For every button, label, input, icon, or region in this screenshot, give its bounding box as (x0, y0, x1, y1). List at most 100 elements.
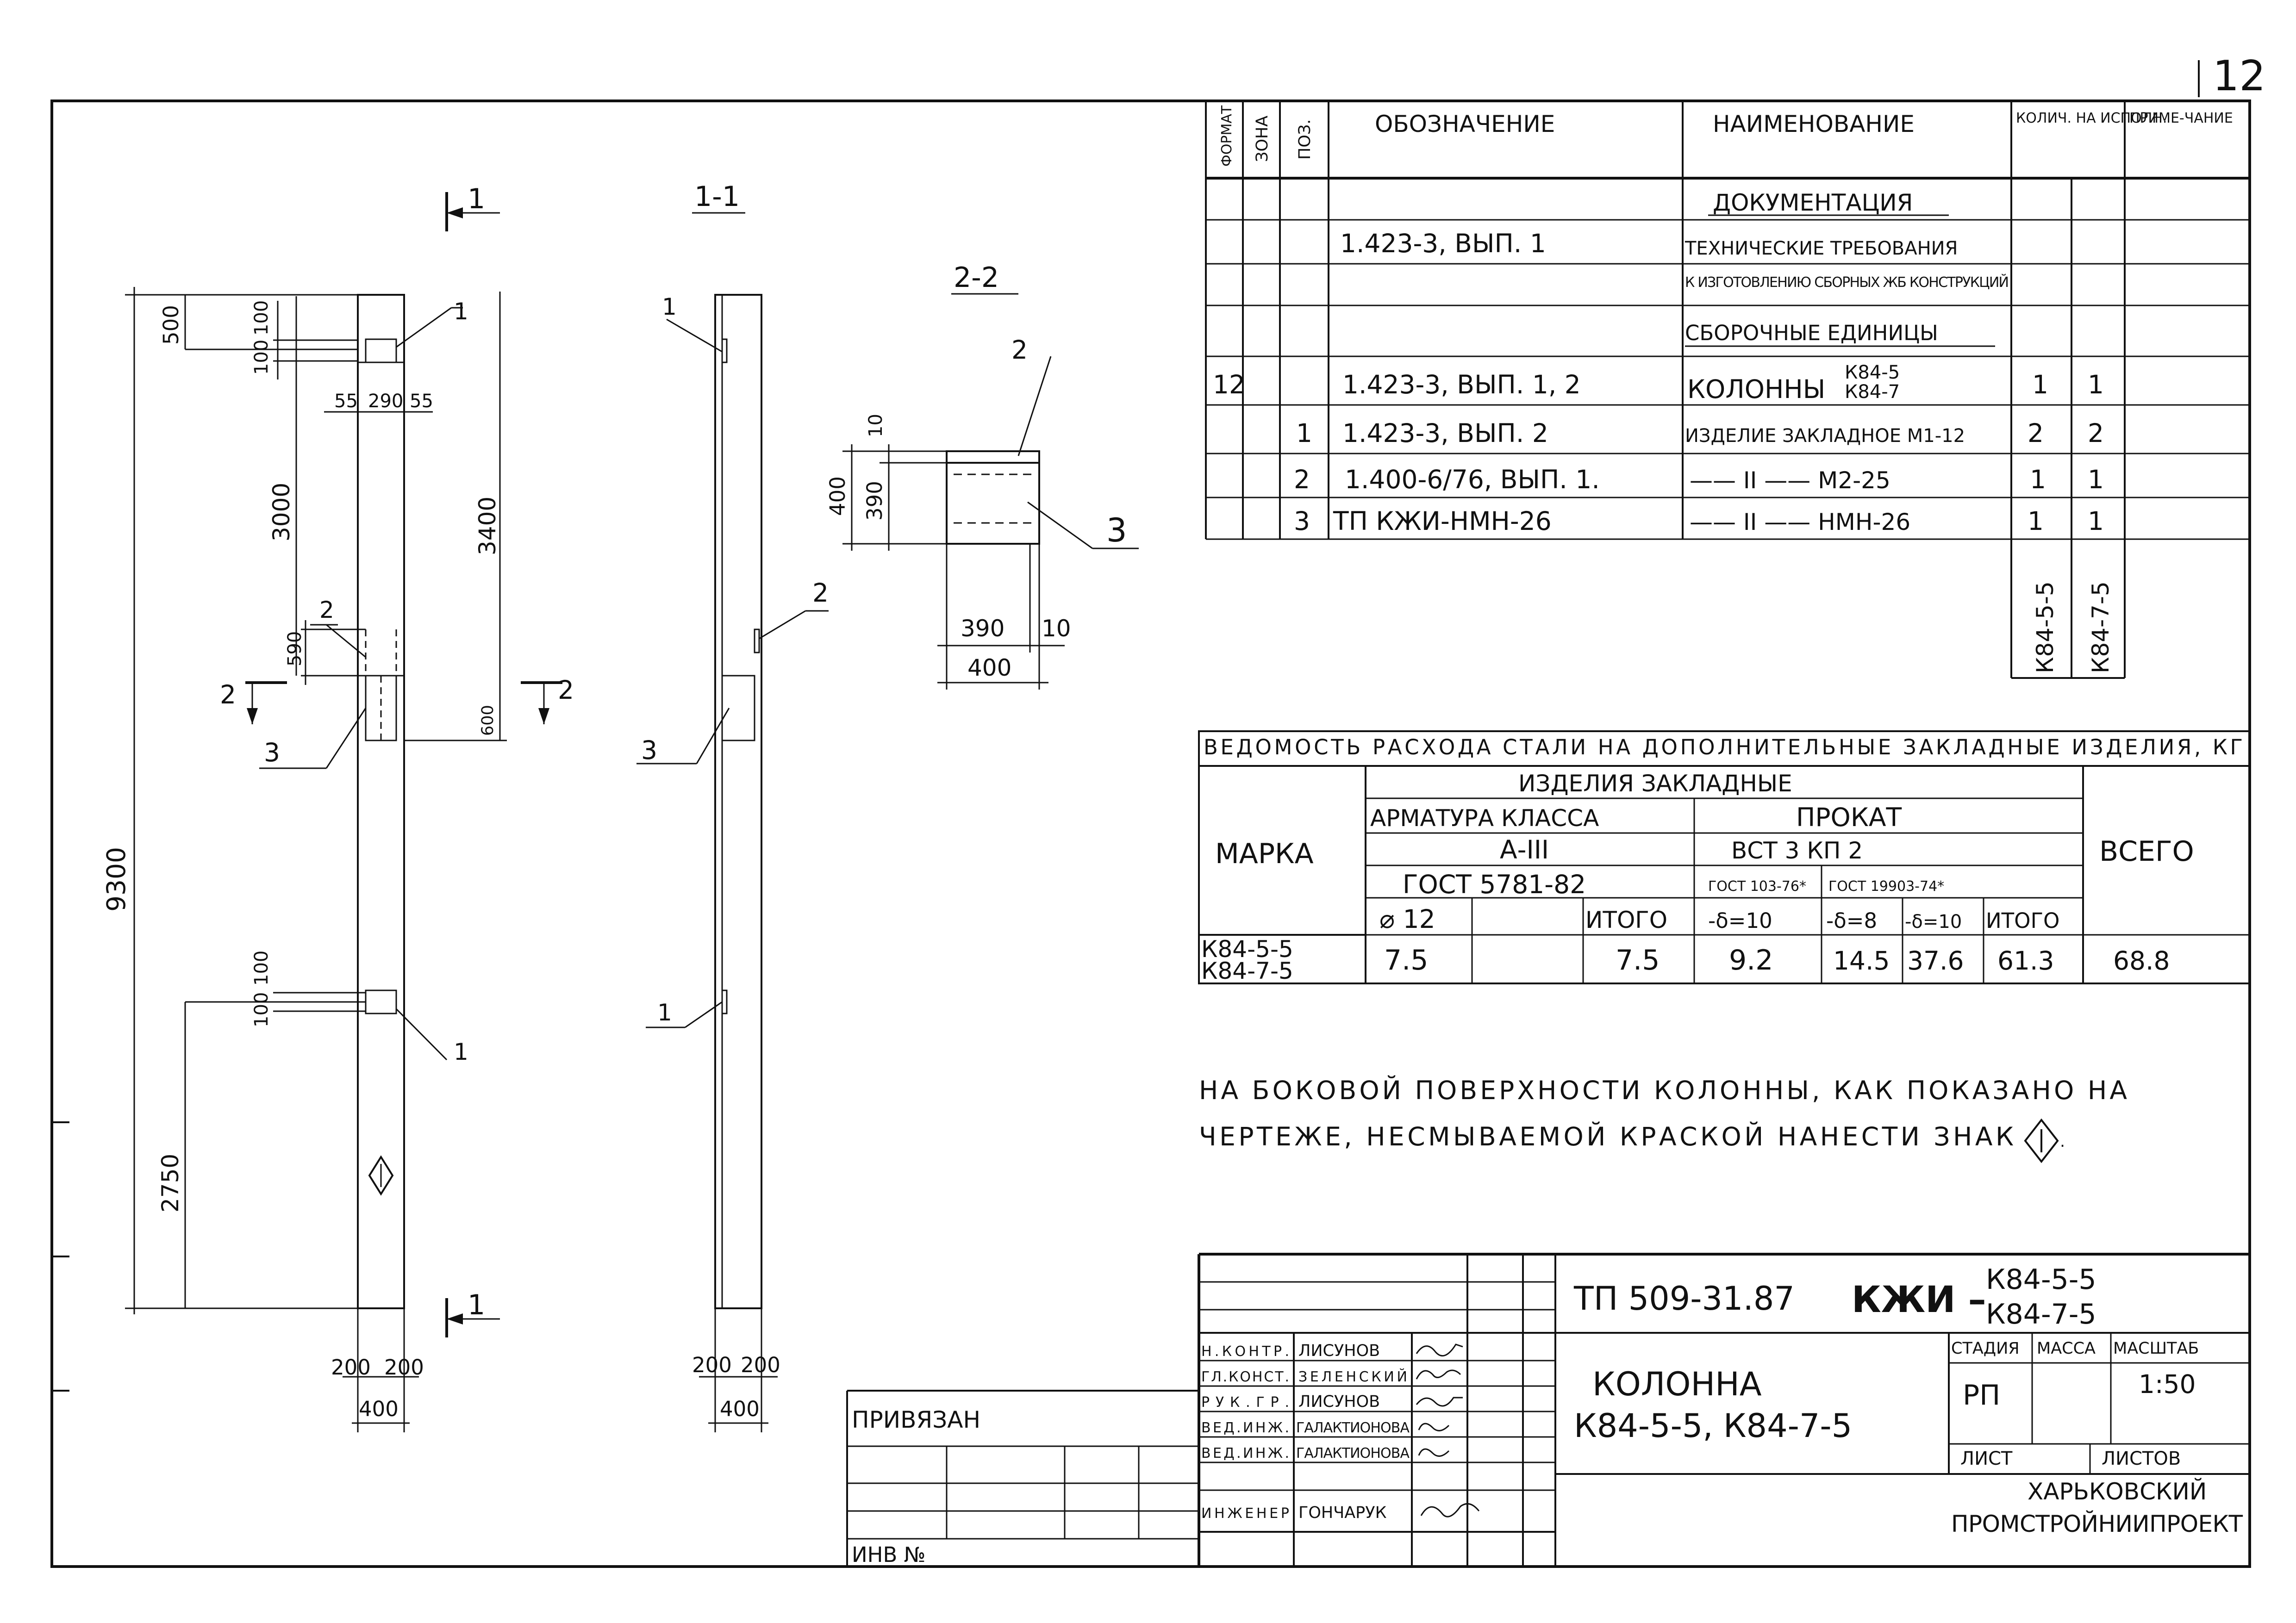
row-6-pos: 2 (1294, 465, 1310, 494)
pos-1-bottom: 1 (454, 1038, 468, 1065)
dim-200a: 200 (331, 1355, 371, 1380)
sec22-dim-10b: 10 (1042, 615, 1071, 642)
dim-500: 500 (159, 305, 183, 345)
row-7-designation: ТП КЖИ-НМН-26 (1333, 506, 1552, 536)
row-7-pos: 3 (1294, 506, 1310, 536)
sec11-pos-3: 3 (641, 735, 657, 765)
header-name: НАИМЕНОВАНИЕ (1713, 111, 1915, 137)
steel-total: ВСЕГО (2099, 835, 2194, 868)
sheet-label: ЛИСТ (1960, 1448, 2013, 1469)
scale-value: 1:50 (2139, 1369, 2196, 1399)
row-5-name: ИЗДЕЛИЕ ЗАКЛАДНОЕ М1-12 (1685, 425, 1965, 447)
header-zone: ЗОНА (1253, 116, 1272, 162)
steel-rolled-grade: ВСТ 3 КП 2 (1731, 837, 1863, 864)
dim-3000: 3000 (268, 483, 295, 541)
sec11-dim-200a: 200 (692, 1353, 732, 1377)
steel-gost-b: ГОСТ 19903-74* (1828, 878, 1944, 895)
org-1: ХАРЬКОВСКИЙ (2028, 1478, 2207, 1505)
row-mark-1: К84-5-5 (1201, 936, 1293, 963)
section-2-mark-right: 2 (558, 675, 574, 705)
dim-100c: 100 (251, 951, 272, 986)
row-5-pos: 1 (1296, 418, 1312, 448)
steel-marka: МАРКА (1215, 838, 1314, 870)
dim-590: 590 (284, 631, 306, 666)
dim-3400: 3400 (474, 497, 501, 555)
row-assembly-name: СБОРОЧНЫЕ ЕДИНИЦЫ (1685, 321, 1938, 345)
column-elevation: 9300 500 100 100 55 290 55 3000 3400 590… (101, 183, 574, 1432)
col-phi12: ⌀ 12 (1379, 904, 1435, 934)
dim-200b: 200 (384, 1355, 424, 1380)
role-0: Н.КОНТР. (1201, 1343, 1289, 1360)
mark-1: К84-5-5 (1986, 1263, 2096, 1296)
steel-title: ВЕДОМОСТЬ РАСХОДА СТАЛИ НА ДОПОЛНИТЕЛЬНЫ… (1204, 735, 2243, 759)
sheets-label: ЛИСТОВ (2102, 1448, 2181, 1469)
dim-100d: 100 (251, 992, 272, 1027)
header-note: ПРИМЕ-ЧАНИЕ (2129, 110, 2233, 126)
org-2: ПРОМСТРОЙНИИПРОЕКТ (1951, 1510, 2243, 1537)
row-2-name: К ИЗГОТОВЛЕНИЮ СБОРНЫХ ЖБ КОНСТРУКЦИЙ (1685, 274, 2009, 291)
steel-rolled: ПРОКАТ (1796, 802, 1902, 832)
sec11-dim-400: 400 (720, 1397, 760, 1421)
val-itogo: 7.5 (1616, 944, 1660, 976)
header-qty: КОЛИЧ. НА ИСПОЛН. (2016, 110, 2167, 126)
row-4-q2: 1 (2088, 370, 2104, 399)
dim-2750: 2750 (157, 1154, 184, 1213)
sec11-pos-1-bottom: 1 (657, 999, 672, 1026)
row-6-q2: 1 (2088, 465, 2104, 494)
dim-600: 600 (479, 705, 497, 736)
person-3: ГАЛАКТИОНОВА (1296, 1420, 1410, 1436)
execution-b: К84-7-5 (2087, 581, 2114, 673)
role-2: РУК.ГР. (1201, 1394, 1289, 1411)
section-2-mark-left: 2 (220, 680, 236, 709)
val-d8: 14.5 (1833, 946, 1890, 976)
row-6-designation: 1.400-6/76, ВЫП. 1. (1345, 465, 1600, 494)
row-mark-2: К84-7-5 (1201, 958, 1293, 984)
col-d10b: -δ=10 (1905, 911, 1962, 933)
row-5-q2: 2 (2088, 418, 2104, 448)
spec-table: ФОРМАТ ЗОНА ПОЗ. ОБОЗНАЧЕНИЕ НАИМЕНОВАНИ… (1205, 101, 2251, 679)
person-2: ЛИСУНОВ (1298, 1393, 1380, 1411)
person-0: ЛИСУНОВ (1298, 1342, 1380, 1360)
dim-290: 290 (368, 391, 403, 412)
role-3: ВЕД.ИНЖ. (1201, 1420, 1289, 1436)
sec22-pos-3: 3 (1106, 511, 1127, 549)
section-1-mark-bottom: 1 (468, 1289, 485, 1321)
note-line-1: НА БОКОВОЙ ПОВЕРХНОСТИ КОЛОННЫ, КАК ПОКА… (1199, 1075, 2127, 1105)
title-block: ПРИВЯЗАН ИНВ № Н.КОНТР. ГЛ.КОНСТ. РУК.ГР… (846, 1253, 2250, 1567)
person-1: ЗЕЛЕНСКИЙ (1298, 1368, 1407, 1385)
sec22-dim-10: 10 (865, 414, 886, 437)
sec22-dim-400b: 400 (967, 654, 1011, 681)
row-4-designation: 1.423-3, ВЫП. 1, 2 (1342, 370, 1581, 399)
header-pos: ПОЗ. (1296, 119, 1314, 160)
val-itogo2: 61.3 (1997, 946, 2054, 976)
row-6-q1: 1 (2030, 465, 2046, 494)
sec11-dim-200b: 200 (741, 1353, 780, 1377)
product-code: КЖИ – (1852, 1279, 1986, 1321)
row-4-format: 12 (1213, 370, 1245, 399)
dim-9300: 9300 (101, 847, 131, 912)
pos-3: 3 (264, 738, 280, 767)
role-5: ИНЖЕНЕР (1201, 1505, 1289, 1522)
section-1-mark-top: 1 (468, 183, 485, 215)
sec11-pos-2: 2 (812, 578, 829, 608)
dim-100a: 100 (251, 300, 272, 336)
col-itogo2: ИТОГО (1986, 908, 2059, 933)
sheet-number: 12 (2213, 52, 2266, 100)
steel-rebar-class: А-III (1500, 835, 1549, 864)
sec22-pos-2: 2 (1011, 335, 1028, 365)
role-4: ВЕД.ИНЖ. (1201, 1445, 1289, 1461)
sec11-pos-1-top: 1 (662, 293, 677, 320)
inv-label: ИНВ № (852, 1542, 925, 1567)
bound-label: ПРИВЯЗАН (852, 1406, 980, 1433)
val-d10: 9.2 (1729, 944, 1773, 976)
steel-rebar-gost: ГОСТ 5781-82 (1403, 870, 1586, 899)
col-d10: -δ=10 (1708, 908, 1772, 933)
project-code: ТП 509-31.87 (1573, 1280, 1795, 1318)
row-4-name: КОЛОННЫ (1687, 374, 1825, 404)
row-1-designation: 1.423-3, ВЫП. 1 (1340, 229, 1546, 258)
steel-gost-a: ГОСТ 103-76* (1708, 878, 1806, 895)
stage-value: РП (1963, 1379, 2000, 1412)
val-d10b: 37.6 (1907, 946, 1964, 976)
row-7-name: —— II —— НМН-26 (1690, 509, 1910, 535)
